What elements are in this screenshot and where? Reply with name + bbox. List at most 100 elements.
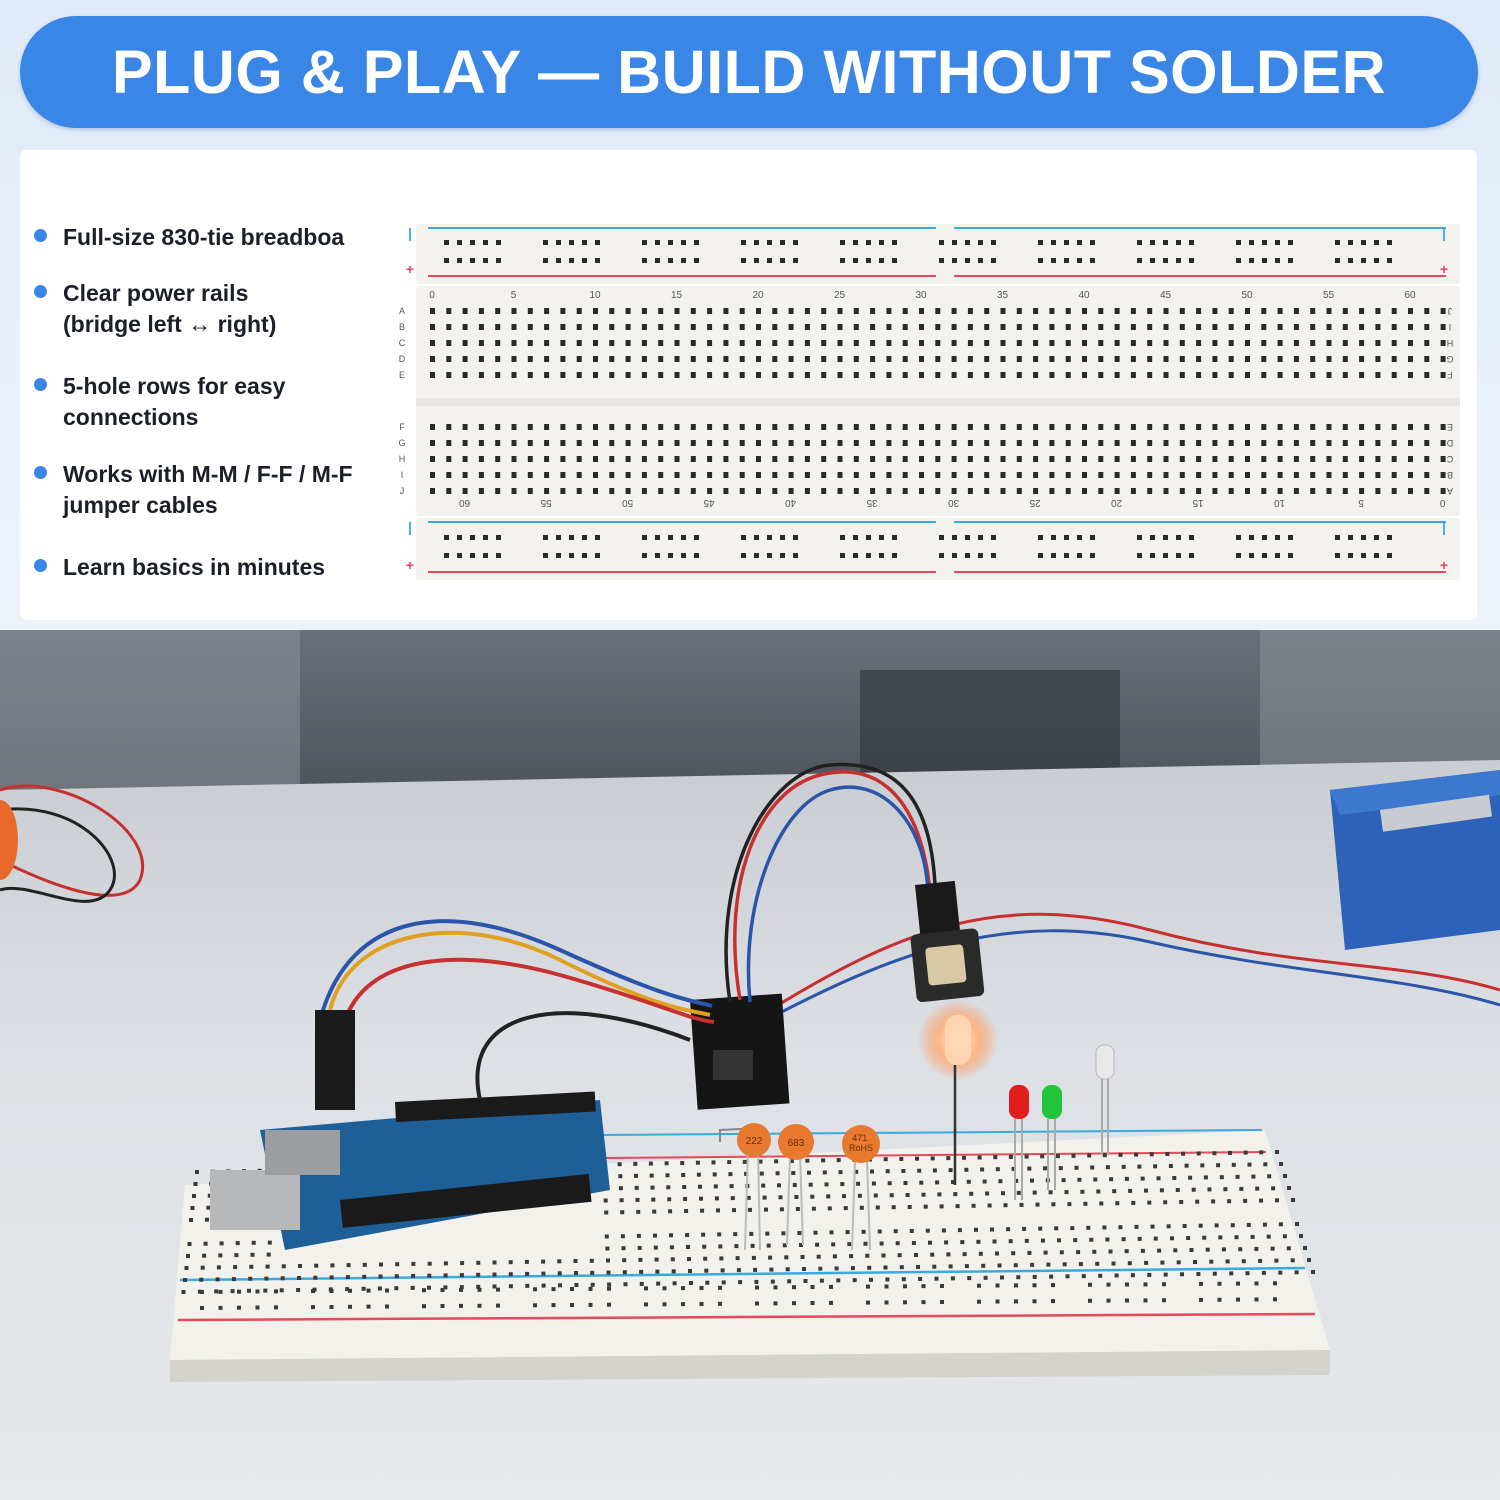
terminal-hole — [1098, 472, 1104, 478]
breadboard-hole — [875, 1205, 880, 1210]
terminal-hole — [511, 340, 517, 346]
terminal-hole — [984, 472, 990, 478]
terminal-hole — [1098, 308, 1104, 314]
breadboard-hole — [877, 1229, 882, 1234]
terminal-hole — [430, 308, 435, 314]
terminal-hole — [804, 308, 810, 314]
breadboard-hole — [1043, 1250, 1048, 1255]
rail-hole — [978, 258, 983, 263]
terminal-hole — [821, 372, 827, 378]
terminal-hole — [446, 472, 452, 478]
terminal-hole — [1342, 356, 1348, 362]
breadboard-hole — [891, 1205, 896, 1210]
breadboard-hole — [1105, 1165, 1110, 1170]
terminal-hole — [1310, 356, 1316, 362]
terminal-hole — [1033, 372, 1039, 378]
terminal-hole — [1326, 372, 1332, 378]
breadboard-hole — [1195, 1199, 1200, 1204]
terminal-hole — [544, 340, 550, 346]
terminal-hole — [1179, 324, 1185, 330]
terminal-hole — [641, 324, 647, 330]
breadboard-hole — [721, 1280, 726, 1285]
terminal-hole — [919, 372, 924, 378]
breadboard-hole — [604, 1234, 609, 1239]
terminal-hole — [658, 440, 664, 446]
terminal-hole — [1359, 472, 1365, 478]
terminal-hole — [1000, 372, 1006, 378]
breadboard-hole — [1144, 1188, 1148, 1193]
breadboard-hole — [813, 1230, 818, 1235]
terminal-hole — [593, 440, 598, 446]
rail-hole — [681, 258, 686, 263]
terminal-hole — [853, 324, 859, 330]
breadboard-hole — [1125, 1282, 1129, 1287]
breadboard-hole — [202, 1253, 207, 1258]
terminal-hole — [804, 488, 810, 494]
terminal-hole — [1065, 472, 1071, 478]
breadboard-hole — [966, 1179, 971, 1184]
terminal-hole — [1000, 424, 1006, 430]
breadboard-hole — [901, 1169, 906, 1173]
rail-hole — [1150, 535, 1155, 540]
column-number: 40 — [1078, 290, 1090, 301]
breadboard-hole — [1275, 1150, 1279, 1154]
terminal-hole — [1245, 372, 1250, 378]
terminal-hole — [593, 356, 598, 362]
breadboard-hole — [184, 1266, 189, 1270]
breadboard-hole — [840, 1182, 845, 1187]
terminal-hole — [1277, 356, 1283, 362]
breadboard-hole — [1106, 1282, 1111, 1287]
headline-title: PLUG & PLAY — BUILD WITHOUT SOLDER — [111, 38, 1387, 106]
terminal-hole — [1033, 472, 1039, 478]
breadboard-hole — [713, 1184, 718, 1189]
breadboard-hole — [720, 1268, 725, 1273]
breadboard-hole — [819, 1278, 824, 1283]
breadboard-hole — [1243, 1198, 1248, 1203]
breadboard-hole — [193, 1182, 198, 1186]
terminal-hole — [1391, 456, 1397, 462]
terminal-hole — [870, 372, 876, 378]
terminal-hole — [1033, 424, 1039, 430]
breadboard-hole — [1043, 1166, 1047, 1171]
breadboard-hole — [1290, 1258, 1295, 1263]
breadboard-hole — [233, 1265, 238, 1270]
red-led — [1009, 1085, 1029, 1200]
terminal-hole — [1424, 372, 1430, 378]
terminal-hole — [853, 456, 859, 462]
terminal-hole — [495, 456, 501, 462]
breadboard-hole — [1286, 1246, 1291, 1251]
terminal-hole — [1326, 488, 1332, 494]
rail-hole — [793, 240, 798, 245]
breadboard-hole — [195, 1170, 199, 1174]
terminal-hole — [1082, 472, 1087, 478]
rail-hole — [1064, 535, 1069, 540]
breadboard-hole — [701, 1232, 706, 1237]
terminal-hole — [804, 340, 810, 346]
terminal-hole — [902, 324, 908, 330]
breadboard-hole — [1140, 1176, 1145, 1181]
terminal-hole — [967, 424, 973, 430]
breadboard-hole — [807, 1170, 811, 1175]
breadboard-hole — [607, 1302, 611, 1307]
terminal-hole — [870, 324, 876, 330]
rail-hole — [853, 535, 858, 540]
breadboard-hole — [231, 1277, 236, 1282]
breadboard-hole — [623, 1282, 628, 1287]
clear-led — [1095, 1044, 1115, 1155]
terminal-hole — [1065, 456, 1071, 462]
breadboard-hole — [1212, 1151, 1217, 1156]
rail-polarity-label: + — [1440, 261, 1448, 277]
breadboard-hole — [1127, 1261, 1132, 1266]
terminal-hole — [1375, 340, 1381, 346]
power-jack — [265, 1130, 340, 1175]
column-number: 55 — [540, 497, 552, 508]
breadboard-hole — [689, 1281, 693, 1285]
breadboard-hole — [787, 1279, 792, 1284]
terminal-hole — [1163, 488, 1169, 494]
breadboard-hole — [1080, 1189, 1085, 1194]
terminal-hole — [1245, 308, 1250, 314]
breadboard-hole — [1083, 1201, 1088, 1206]
terminal-hole — [886, 356, 892, 362]
breadboard-hole — [863, 1241, 868, 1246]
rail-hole — [595, 258, 600, 263]
